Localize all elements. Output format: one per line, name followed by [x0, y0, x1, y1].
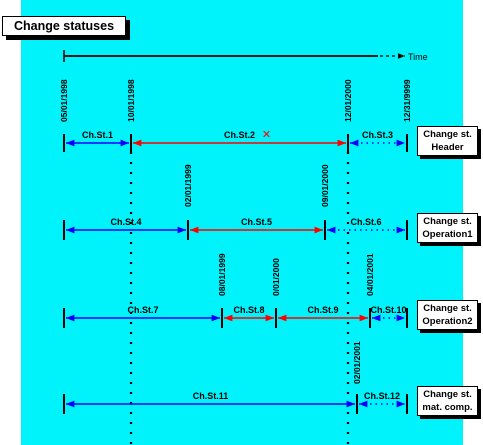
status-box-face: Change st. Operation1 [417, 213, 478, 243]
status-box-line: Header [431, 142, 464, 153]
vertical-guides [129, 152, 350, 445]
diagram-title: Change statuses [2, 16, 126, 36]
segment-label: Ch.St.8 [233, 305, 264, 315]
date-label: 05/01/1998 [59, 79, 69, 122]
segment-label: Ch.St.9 [307, 305, 338, 315]
status-box: Change st. Header [417, 126, 481, 159]
segment-label: Ch.St.11 [193, 391, 229, 401]
status-box-line: mat. comp. [422, 402, 473, 413]
status-box: Change st. Operation1 [417, 213, 481, 246]
segment-label: Ch.St.2 [224, 130, 255, 140]
time-axis-label: Time [408, 52, 428, 62]
segment-label: Ch.St.10 [370, 305, 406, 315]
segment-label: Ch.St.7 [127, 305, 158, 315]
status-box-line: Change st. [423, 303, 472, 314]
segment-label: Ch.St.4 [110, 217, 141, 227]
date-label: 08/01/1999 [217, 253, 227, 296]
status-box-face: Change st. mat. comp. [417, 386, 478, 416]
date-label: 02/01/1999 [183, 164, 193, 207]
status-box-line: Operation1 [422, 229, 473, 240]
timeline-row: Ch.St.7 Ch.St.8 Ch.St.9 Ch.St.10 08/01/1999 0… [63, 253, 408, 328]
status-box-line: Change st. [423, 389, 472, 400]
segment-label: Ch.St.5 [241, 217, 272, 227]
segment-label: Ch.St.6 [350, 217, 381, 227]
date-label: 04/01/2001 [365, 253, 375, 296]
date-label: 12/31/9999 [402, 79, 412, 122]
title-box: Change statuses [2, 16, 132, 42]
date-label: 09/01/2000 [320, 164, 330, 207]
timeline-row: Ch.St.4 Ch.St.5 Ch.St.6 02/01/1999 09/01/200… [63, 164, 408, 240]
diagram-background [21, 0, 463, 445]
status-box-line: Change st. [423, 129, 472, 140]
timeline-rows: Ch.St.1 Ch.St.2 ✕ Ch.St.3 05/01/1998 10/01/19… [59, 79, 412, 414]
date-label: 12/01/2000 [343, 79, 353, 122]
date-label: 10/01/1998 [126, 79, 136, 122]
status-box-line: Change st. [423, 216, 472, 227]
status-box: Change st. mat. comp. [417, 386, 481, 419]
status-box-face: Change st. Header [417, 126, 478, 156]
segment-label: Ch.St.1 [82, 130, 113, 140]
date-label: 02/01/2001 [352, 341, 362, 384]
date-label: 0/01/2000 [271, 258, 281, 296]
status-box: Change st. Operation2 [417, 300, 481, 333]
segment-label: Ch.St.3 [362, 130, 393, 140]
time-axis: Time [63, 50, 428, 62]
status-box-face: Change st. Operation2 [417, 300, 478, 330]
cross-icon: ✕ [262, 128, 271, 141]
segment-label: Ch.St.12 [364, 391, 400, 401]
status-box-line: Operation2 [422, 316, 473, 327]
timeline-row: Ch.St.1 Ch.St.2 ✕ Ch.St.3 05/01/1998 10/01/19… [59, 79, 412, 152]
